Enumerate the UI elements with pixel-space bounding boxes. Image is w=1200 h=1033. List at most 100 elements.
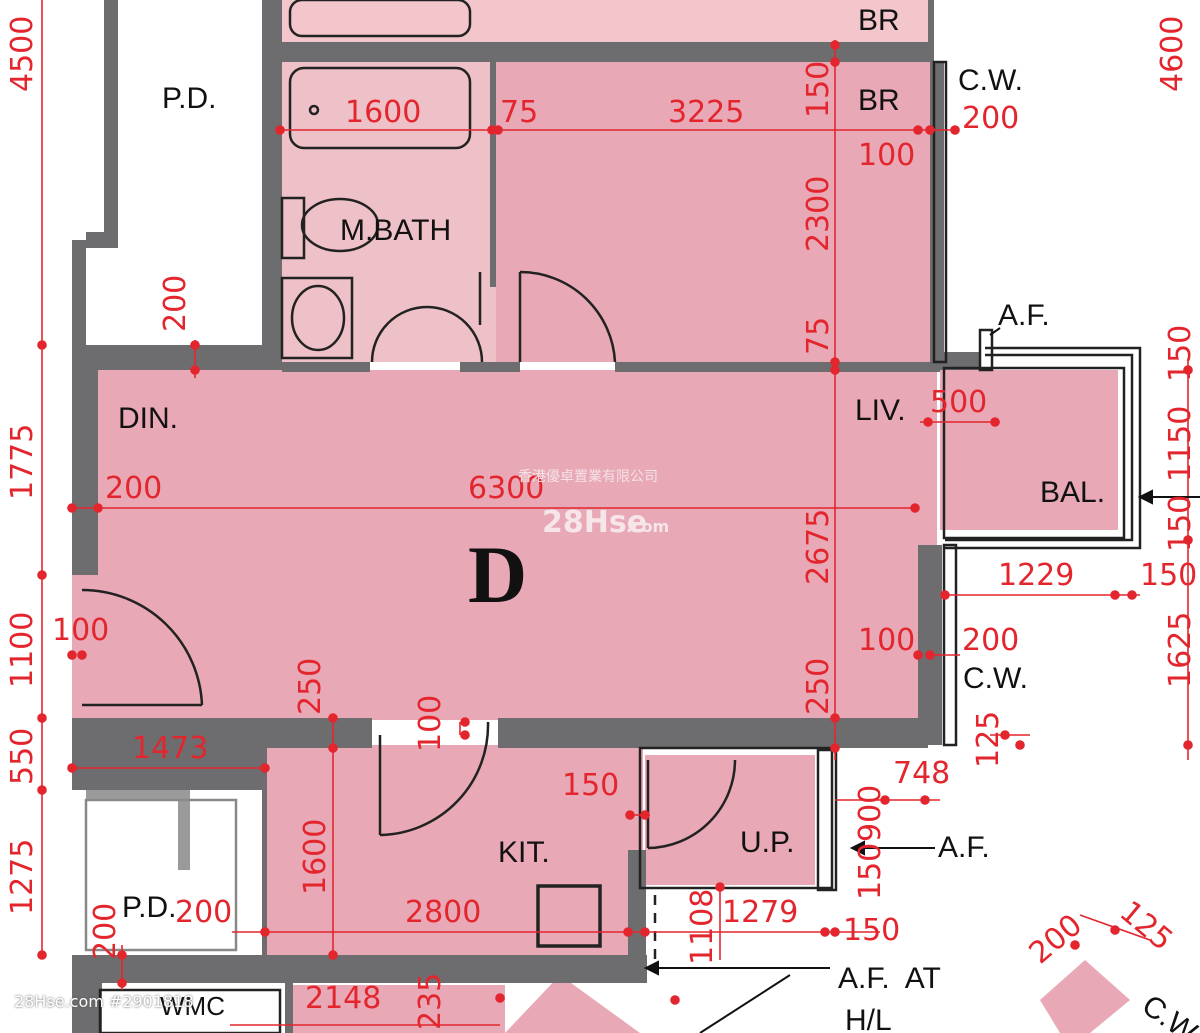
wall: [104, 0, 118, 240]
wall: [930, 62, 944, 352]
wall: [86, 790, 190, 800]
leader-af-diag: [699, 974, 791, 1033]
dim-label: 250: [801, 658, 836, 715]
dim-label: 200: [175, 895, 232, 930]
kitchen-door-swing: [379, 721, 490, 837]
leader-af-top: [989, 327, 1001, 336]
fill-bottom-right: [1040, 960, 1130, 1033]
dim-label: 100: [413, 695, 448, 752]
callout-cw-top: C.W.: [958, 64, 1023, 97]
dim-label: 100: [858, 138, 915, 173]
wall: [72, 718, 372, 748]
dim-label: 550: [5, 728, 40, 785]
watermark-brand: 28Hse: [542, 505, 647, 540]
fill-living-dining: [72, 370, 937, 720]
wall: [72, 748, 264, 790]
dim-label: 100: [52, 613, 109, 648]
entry-door-swing: [81, 588, 204, 706]
room-label-din: DIN.: [118, 402, 178, 435]
pd-shaft: [84, 798, 238, 952]
dim-label: 150: [853, 843, 888, 900]
fill-bedroom: [496, 62, 931, 362]
dim-label: 150: [1163, 325, 1198, 382]
room-label-br: BR: [858, 84, 900, 117]
dim-label: 150: [562, 768, 619, 803]
vanity: [280, 276, 354, 360]
dim-label: 3225: [668, 95, 744, 130]
dim-label: 1150: [1163, 406, 1198, 482]
wall: [498, 718, 928, 748]
callout-cw-mid: C.W.: [963, 662, 1028, 695]
wall: [615, 362, 940, 372]
toilet-bowl: [300, 197, 380, 253]
wall: [282, 362, 370, 372]
dim-label: 200: [88, 903, 123, 960]
dim-label: 200: [158, 275, 193, 332]
utility-door-swing: [647, 759, 737, 850]
dim-label: 150: [843, 913, 900, 948]
dim-label: 235: [413, 973, 448, 1030]
balcony-outline: [942, 366, 1126, 540]
dim-label: 1625: [1163, 612, 1198, 688]
wall: [178, 790, 190, 870]
window-frame: [932, 60, 948, 364]
balcony-rail-inner: [945, 353, 1134, 542]
wall: [72, 345, 98, 575]
wall: [930, 352, 980, 370]
bathtub-drain: [308, 104, 320, 116]
af-unit: [978, 328, 994, 372]
utility-window: [816, 748, 838, 892]
dim-label: 200: [1023, 908, 1089, 972]
dim-label: 150: [801, 61, 836, 118]
bath-door-swing: [370, 305, 484, 363]
wall: [460, 362, 520, 372]
wall: [628, 850, 646, 960]
room-label-kit: KIT.: [498, 836, 550, 869]
dim-label: 2148: [305, 981, 381, 1016]
watermark-brand-suffix: .com: [626, 517, 669, 536]
water-heater: [536, 884, 602, 948]
room-label-wmc: WMC: [160, 991, 225, 1021]
dim-label: 1275: [5, 839, 40, 915]
dim-label: 200: [105, 471, 162, 506]
dim-label: 2800: [405, 895, 481, 930]
basin: [290, 284, 346, 352]
dim-label: 4500: [5, 16, 40, 92]
dim-label: 1229: [998, 558, 1074, 593]
dim-label: 900: [853, 785, 888, 842]
wall: [918, 545, 942, 745]
dim-label: 75: [500, 95, 538, 130]
callout-af-mid: A.F.: [938, 831, 990, 864]
callout-af-top: A.F.: [998, 299, 1050, 332]
fill-kitchen: [265, 745, 643, 955]
dimension-lines: [37, 0, 1193, 1026]
footer-watermark: 28Hse.com #2901818: [14, 992, 194, 1011]
room-label-mbath: M.BATH: [340, 214, 451, 247]
wall: [72, 240, 86, 350]
dim-label: 748: [893, 756, 950, 791]
wall: [282, 42, 932, 62]
fill-utility: [645, 755, 815, 885]
wall: [72, 983, 102, 1033]
wmc-outline: [98, 988, 282, 1033]
bedroom-door-swing: [519, 270, 617, 363]
dim-label: 1600: [345, 95, 421, 130]
window-frame-lower: [942, 543, 958, 747]
dim-label: 1100: [5, 612, 40, 688]
wall: [72, 345, 282, 370]
dim-label: 1600: [298, 819, 333, 895]
callout-hl: H/L: [845, 1004, 892, 1033]
fixtures: [81, 0, 1142, 1033]
watermark-company: 香港優卓置業有限公司: [518, 469, 658, 485]
wall: [490, 62, 496, 287]
dim-label: 6300: [468, 471, 544, 506]
dim-label: 200: [962, 623, 1019, 658]
wall: [928, 0, 934, 62]
dim-label: 150: [1163, 495, 1198, 552]
callout-af-at: A.F. AT: [838, 962, 941, 995]
toilet-tank: [280, 196, 306, 260]
dim-label: 1775: [5, 424, 40, 500]
dim-label: 75: [801, 317, 836, 355]
callout-cw-bottom: C.W.: [1136, 989, 1200, 1033]
room-label-br-top: BR: [858, 4, 900, 37]
